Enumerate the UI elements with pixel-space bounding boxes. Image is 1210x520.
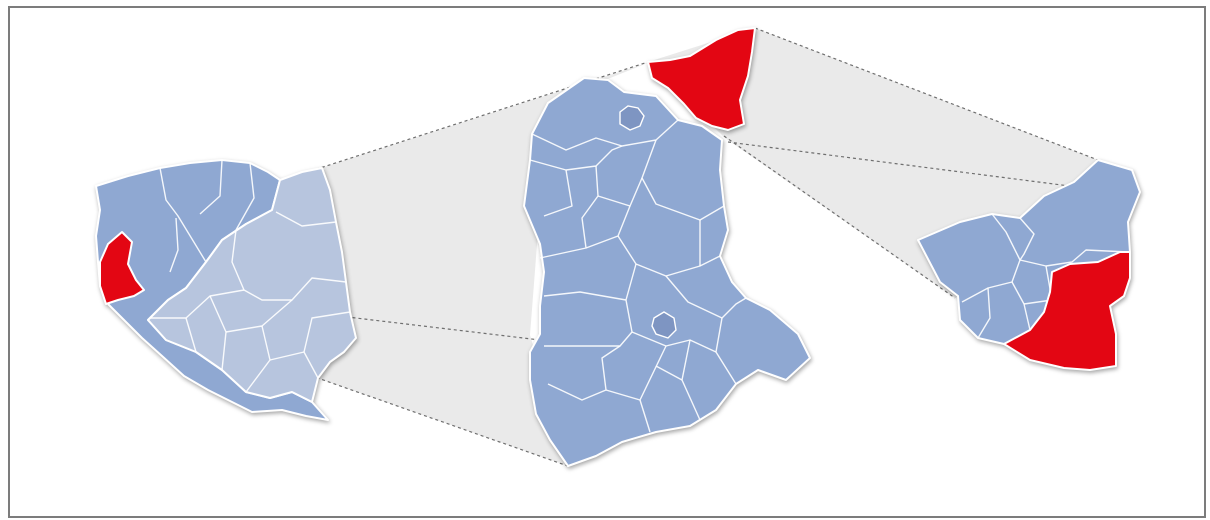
highlighted-commune <box>1003 251 1131 371</box>
voivodeship-county-borders <box>529 119 747 433</box>
city-enclave-north <box>619 105 645 131</box>
guide-line <box>754 27 1099 161</box>
county-map <box>917 159 1141 371</box>
country-internal-borders <box>150 159 351 393</box>
guide-line <box>723 135 956 299</box>
country-map <box>95 159 357 421</box>
zoom-funnel-country-to-voivodeship <box>107 62 650 466</box>
voivodeship-map <box>523 27 811 467</box>
country-region-east-faded <box>147 167 357 403</box>
voivodeship-outline <box>523 77 811 467</box>
highlighted-voivodeship <box>99 231 145 305</box>
highlighted-county <box>647 27 756 131</box>
city-enclave-south <box>651 311 677 339</box>
